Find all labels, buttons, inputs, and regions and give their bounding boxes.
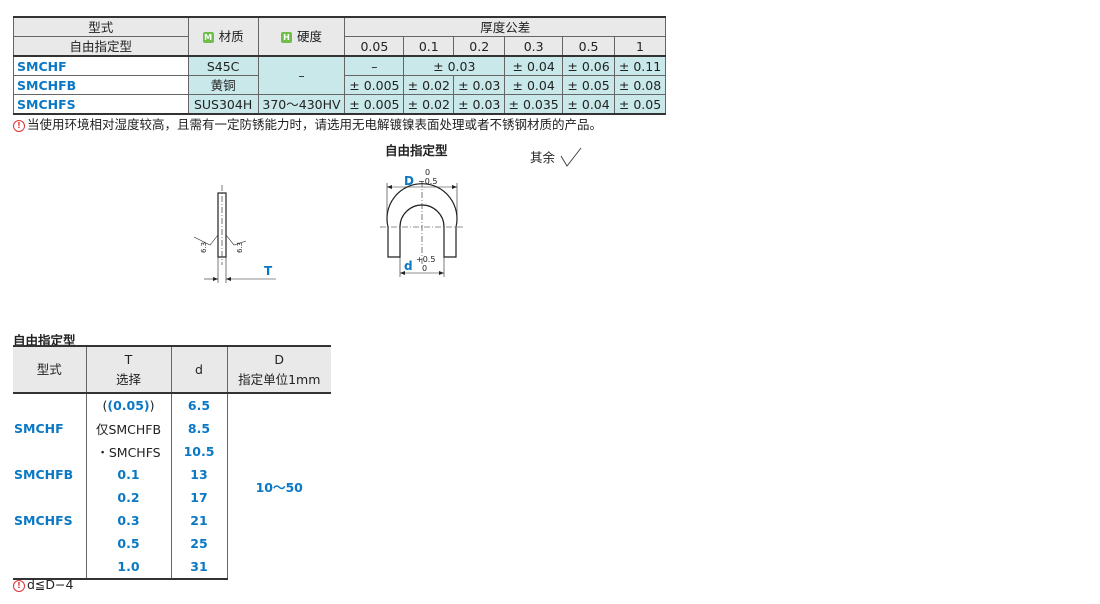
T-note: ・SMCHFS: [85, 440, 171, 463]
svg-text:0: 0: [422, 264, 427, 273]
tolerance-cell: ± 0.03: [403, 55, 506, 76]
surface-finish-note: 其余: [530, 146, 583, 168]
tolerance-cell: ± 0.04: [562, 94, 616, 115]
header-d: d: [170, 345, 227, 394]
technical-drawing: T 6.3 6.3 D 0 −0.5 d +0.5 0: [193, 168, 464, 283]
thickness-header: 0.1: [403, 36, 455, 57]
svg-text:0: 0: [425, 168, 430, 177]
T-value: 0.5: [85, 532, 171, 555]
model-link[interactable]: SMCHFB: [13, 75, 189, 95]
model-link[interactable]: SMCHF: [13, 55, 189, 76]
material-cell: SUS304H: [187, 94, 259, 115]
tolerance-cell: ± 0.05: [614, 94, 666, 115]
table-row: SMCHFB 0.1 13: [13, 463, 331, 486]
drawing-title: 自由指定型: [385, 143, 448, 158]
tolerance-cell: ± 0.005: [344, 75, 405, 95]
tolerance-cell: ± 0.05: [562, 75, 616, 95]
tolerance-cell: ± 0.03: [453, 75, 506, 95]
inner-slot-label: d: [404, 259, 413, 273]
T-value: ((0.05)): [85, 393, 171, 417]
tolerance-cell: –: [344, 55, 405, 76]
constraint-note: !d≦D−4: [13, 577, 73, 592]
tolerance-cell: ± 0.11: [614, 55, 666, 76]
T-value: 0.1: [85, 463, 171, 486]
thickness-header: 0.3: [504, 36, 564, 57]
table-row: ((0.05)) 6.5 10～50: [13, 393, 331, 579]
thickness-label: T: [264, 264, 273, 278]
hardness-cell: 370～430HV: [257, 94, 346, 115]
header-model: 型式: [13, 345, 86, 394]
roughness-value: 6.3: [200, 242, 208, 253]
humidity-note: !当使用环境相对湿度较高，且需有一定防锈能力时，请选用无电解镀镍表面处理或者不锈…: [13, 114, 602, 133]
thickness-header: 0.2: [453, 36, 506, 57]
hardness-icon: H: [280, 32, 292, 43]
tolerance-cell: ± 0.02: [403, 75, 455, 95]
tolerance-cell: ± 0.03: [453, 94, 506, 115]
d-value: 8.5: [170, 417, 227, 440]
d-value: 17: [170, 486, 227, 509]
tolerance-cell: ± 0.04: [504, 55, 564, 76]
warning-icon: !: [13, 580, 25, 592]
material-icon: M: [202, 32, 214, 43]
table-row: SMCHFS 0.3 21: [13, 509, 331, 532]
material-cell: 黄铜: [187, 75, 259, 95]
table-row: ・SMCHFS 10.5: [13, 440, 331, 463]
tolerance-cell: ± 0.08: [614, 75, 666, 95]
T-value: 1.0: [85, 555, 171, 580]
outer-diameter-label: D: [404, 174, 414, 188]
D-range: 10～50: [226, 393, 331, 579]
table-row: 1.0 31: [13, 555, 331, 580]
warning-icon: !: [13, 120, 25, 132]
table-row: 0.5 25: [13, 532, 331, 555]
table-row: 0.2 17: [13, 486, 331, 509]
selection-title: 自由指定型: [13, 333, 76, 348]
T-value: 0.3: [85, 509, 171, 532]
tolerance-cell: ± 0.035: [504, 94, 564, 115]
table-row: SMCHFS SUS304H 370～430HV ± 0.005 ± 0.02 …: [13, 94, 666, 115]
d-value: 21: [170, 509, 227, 532]
tolerance-cell: ± 0.005: [344, 94, 405, 115]
table-row: SMCHF S45C – – ± 0.03 ± 0.04 ± 0.06 ± 0.…: [13, 55, 666, 95]
d-value: 13: [170, 463, 227, 486]
table-row: SMCHFB 黄铜 ± 0.005 ± 0.02 ± 0.03 ± 0.04 ±…: [13, 75, 666, 95]
d-value: 31: [170, 555, 227, 580]
header-tolerance: 厚度公差: [344, 16, 666, 37]
thickness-header: 1: [614, 36, 666, 57]
model-link[interactable]: SMCHFB: [14, 467, 74, 482]
model-link[interactable]: SMCHFS: [14, 513, 73, 528]
svg-text:−0.5: −0.5: [418, 177, 437, 186]
roughness-check-icon: [560, 147, 582, 167]
header-model: 型式: [13, 16, 189, 37]
T-note: 仅SMCHFB: [85, 417, 171, 440]
d-value: 25: [170, 532, 227, 555]
tolerance-cell: ± 0.04: [504, 75, 564, 95]
T-value: 0.2: [85, 486, 171, 509]
svg-text:+0.5: +0.5: [416, 255, 435, 264]
model-link[interactable]: SMCHF: [14, 421, 64, 436]
hardness-cell: –: [257, 55, 346, 95]
roughness-value: 6.3: [236, 242, 244, 253]
d-value: 6.5: [170, 393, 227, 417]
table-row: SMCHF 仅SMCHFB 8.5: [13, 417, 331, 440]
d-value: 10.5: [170, 440, 227, 463]
model-link[interactable]: SMCHFS: [13, 94, 189, 115]
header-model-sub: 自由指定型: [13, 36, 189, 57]
thickness-header: 0.5: [562, 36, 616, 57]
side-view-plate: [217, 192, 227, 258]
thickness-header: 0.05: [344, 36, 405, 57]
tolerance-cell: ± 0.02: [403, 94, 455, 115]
material-cell: S45C: [187, 55, 259, 76]
tolerance-cell: ± 0.06: [562, 55, 616, 76]
